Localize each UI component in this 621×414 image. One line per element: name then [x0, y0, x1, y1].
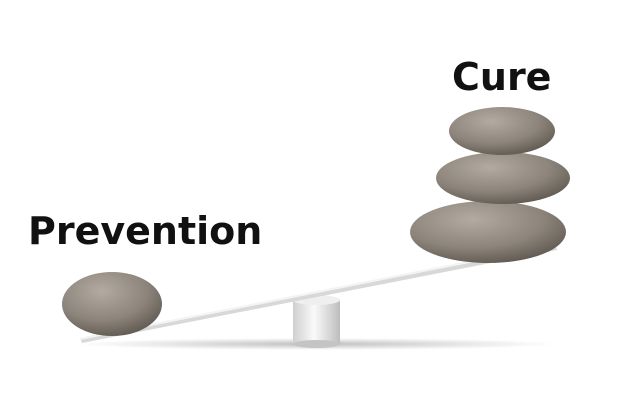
- plank: [80, 244, 557, 343]
- prevention-stone: [62, 272, 162, 336]
- cure-stone-top: [449, 107, 555, 155]
- cure-stone-bottom: [410, 201, 566, 263]
- cure-stone-middle: [436, 152, 570, 204]
- prevention-label: Prevention: [28, 209, 263, 253]
- fulcrum: [293, 295, 340, 348]
- cure-label: Cure: [452, 55, 552, 99]
